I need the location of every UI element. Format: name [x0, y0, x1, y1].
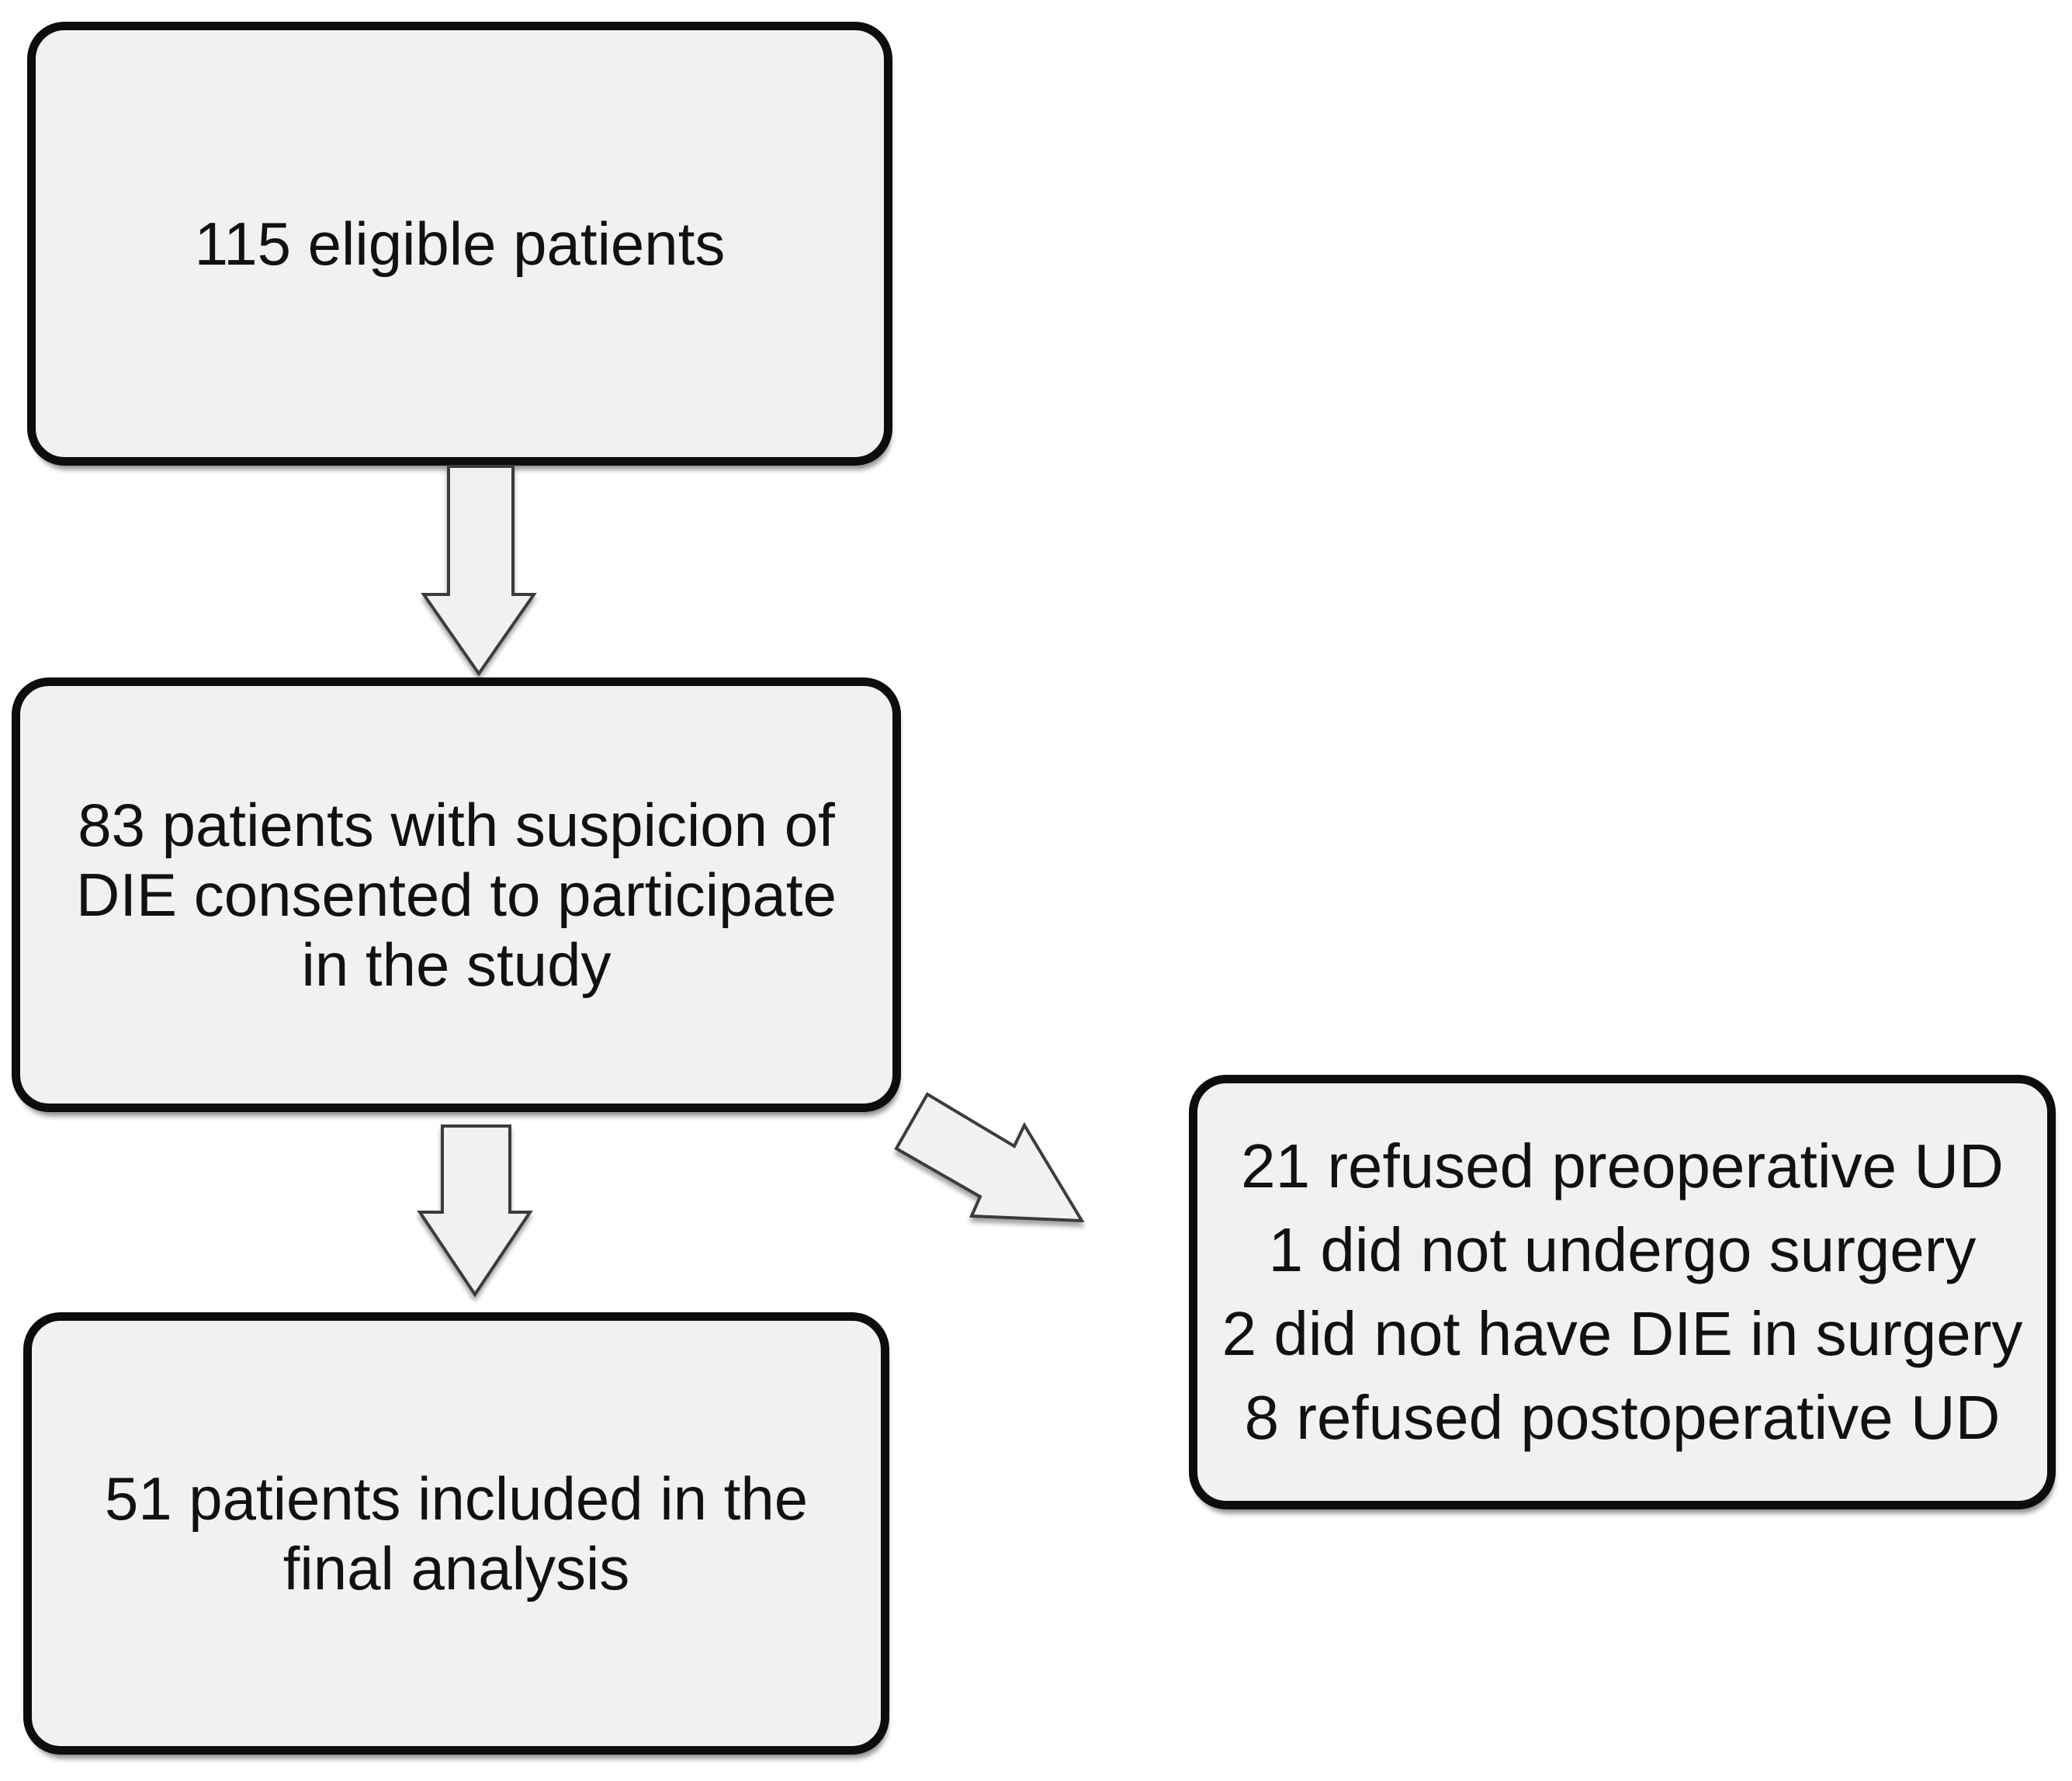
box-line: 83 patients with suspicion of: [78, 791, 835, 859]
down-arrow-icon: [417, 1124, 533, 1298]
box-line: 1 did not undergo surgery: [1268, 1215, 1977, 1284]
down-arrow-icon: [421, 465, 537, 677]
box-eligible-patients: 115 eligible patients: [27, 22, 892, 466]
box-line: 21 refused preoperative UD: [1241, 1131, 2004, 1201]
box-line: 115 eligible patients: [194, 210, 726, 278]
box-final-analysis: 51 patients included in the final analys…: [23, 1312, 889, 1755]
diagonal-arrow-icon: [894, 1092, 1085, 1223]
box-excluded-patients: 21 refused preoperative UD 1 did not und…: [1189, 1075, 2056, 1509]
box-line: 2 did not have DIE in surgery: [1221, 1299, 2023, 1368]
box-line: 8 refused postoperative UD: [1244, 1383, 2001, 1452]
box-line: final analysis: [282, 1534, 630, 1603]
box-line: in the study: [301, 930, 612, 999]
box-consented-patients: 83 patients with suspicion of DIE consen…: [12, 677, 901, 1112]
box-line: DIE consented to participate: [76, 861, 837, 929]
box-line: 51 patients included in the: [104, 1464, 809, 1533]
